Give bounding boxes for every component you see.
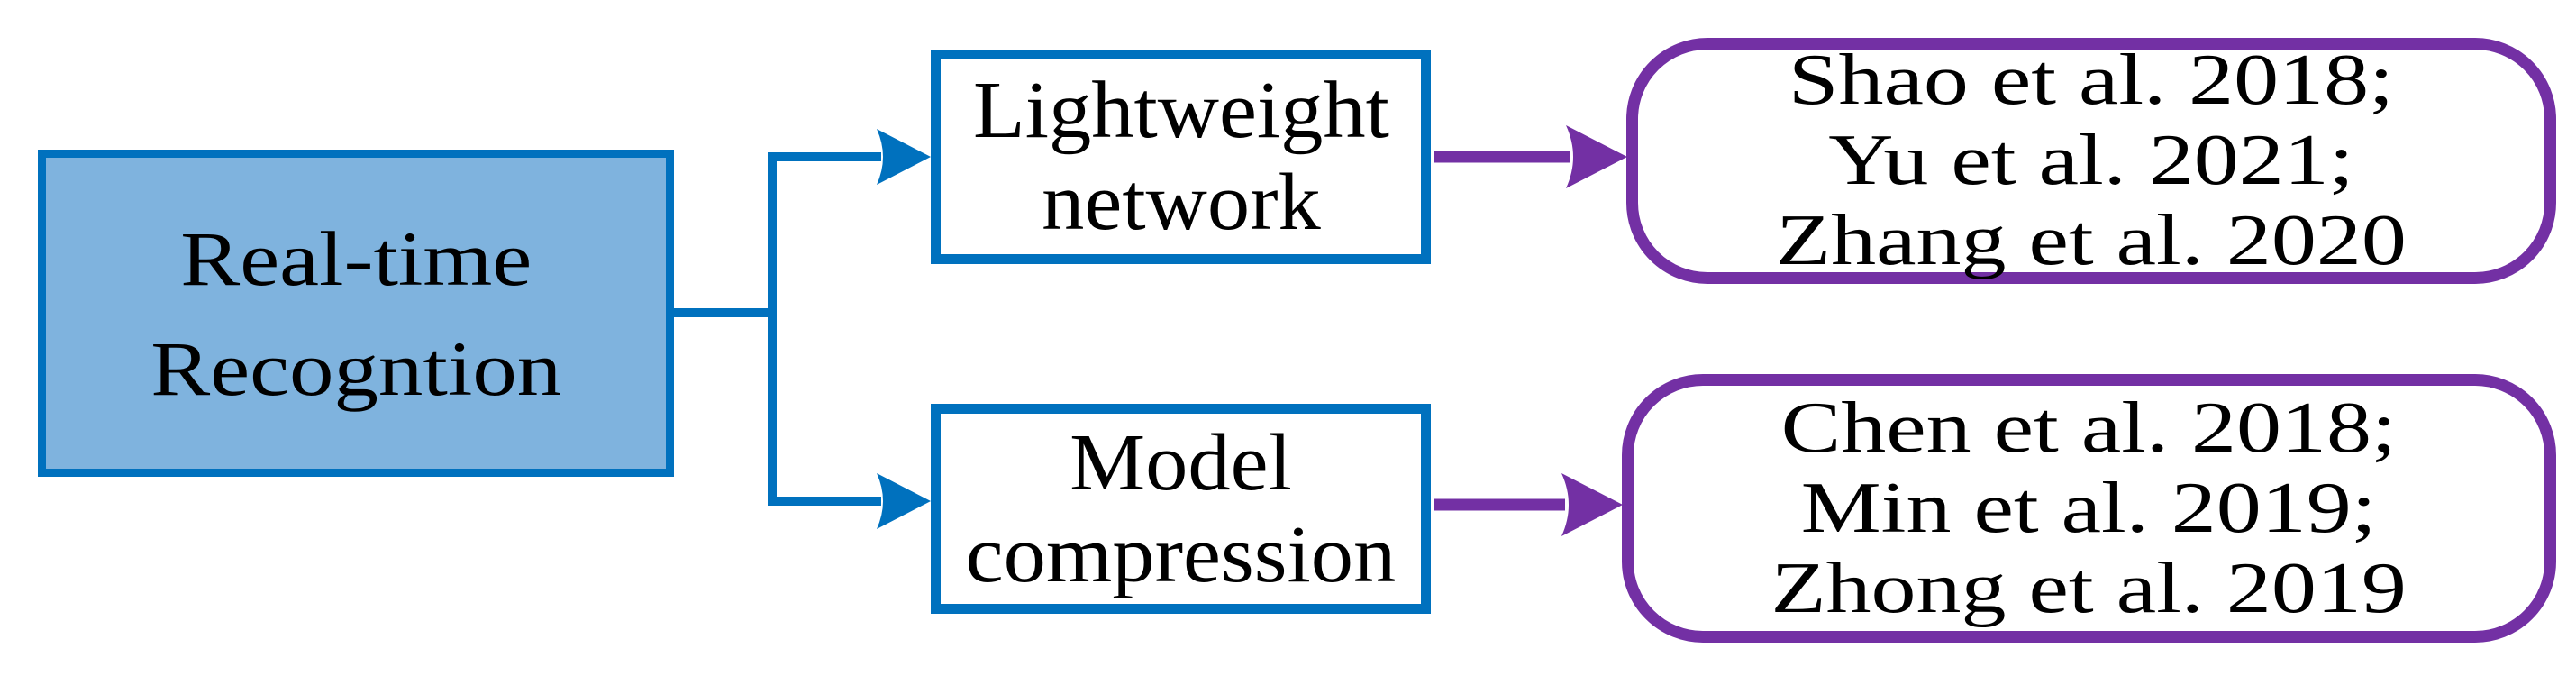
blue-arrowhead-bottom-icon bbox=[877, 473, 931, 529]
references-list: Shao et al. 2018; Yu et al. 2021; Zhang … bbox=[1776, 41, 2407, 281]
method-label-line-1: Model bbox=[1070, 417, 1292, 507]
reference-line-3: Zhong et al. 2019 bbox=[1770, 548, 2408, 628]
root-node-real-time-recognition: Real-time Recogntion bbox=[38, 150, 674, 477]
reference-line-2: Yu et al. 2021; bbox=[1828, 121, 2354, 200]
method-node-label: Lightweight network bbox=[973, 65, 1389, 249]
root-label-line-1: Real-time bbox=[180, 215, 532, 302]
references-list: Chen et al. 2018; Min et al. 2019; Zhong… bbox=[1771, 388, 2407, 629]
root-node-label: Real-time Recogntion bbox=[150, 204, 561, 424]
method-node-model-compression: Model compression bbox=[931, 404, 1431, 614]
method-node-label: Model compression bbox=[966, 417, 1397, 601]
references-node-lightweight-network: Shao et al. 2018; Yu et al. 2021; Zhang … bbox=[1626, 38, 2556, 284]
method-label-line-2: network bbox=[1041, 158, 1321, 247]
purple-arrowhead-top-icon bbox=[1566, 125, 1627, 188]
purple-arrowhead-bottom-icon bbox=[1561, 473, 1623, 536]
references-node-model-compression: Chen et al. 2018; Min et al. 2019; Zhong… bbox=[1622, 374, 2556, 643]
reference-line-1: Shao et al. 2018; bbox=[1788, 41, 2395, 120]
reference-line-2: Min et al. 2019; bbox=[1801, 468, 2377, 548]
reference-line-1: Chen et al. 2018; bbox=[1780, 388, 2398, 468]
root-label-line-2: Recogntion bbox=[150, 324, 561, 412]
blue-arrowhead-top-icon bbox=[877, 129, 931, 185]
reference-line-3: Zhang et al. 2020 bbox=[1776, 201, 2407, 280]
method-label-line-1: Lightweight bbox=[972, 66, 1389, 155]
method-node-lightweight-network: Lightweight network bbox=[931, 50, 1431, 264]
method-label-line-2: compression bbox=[965, 509, 1397, 599]
